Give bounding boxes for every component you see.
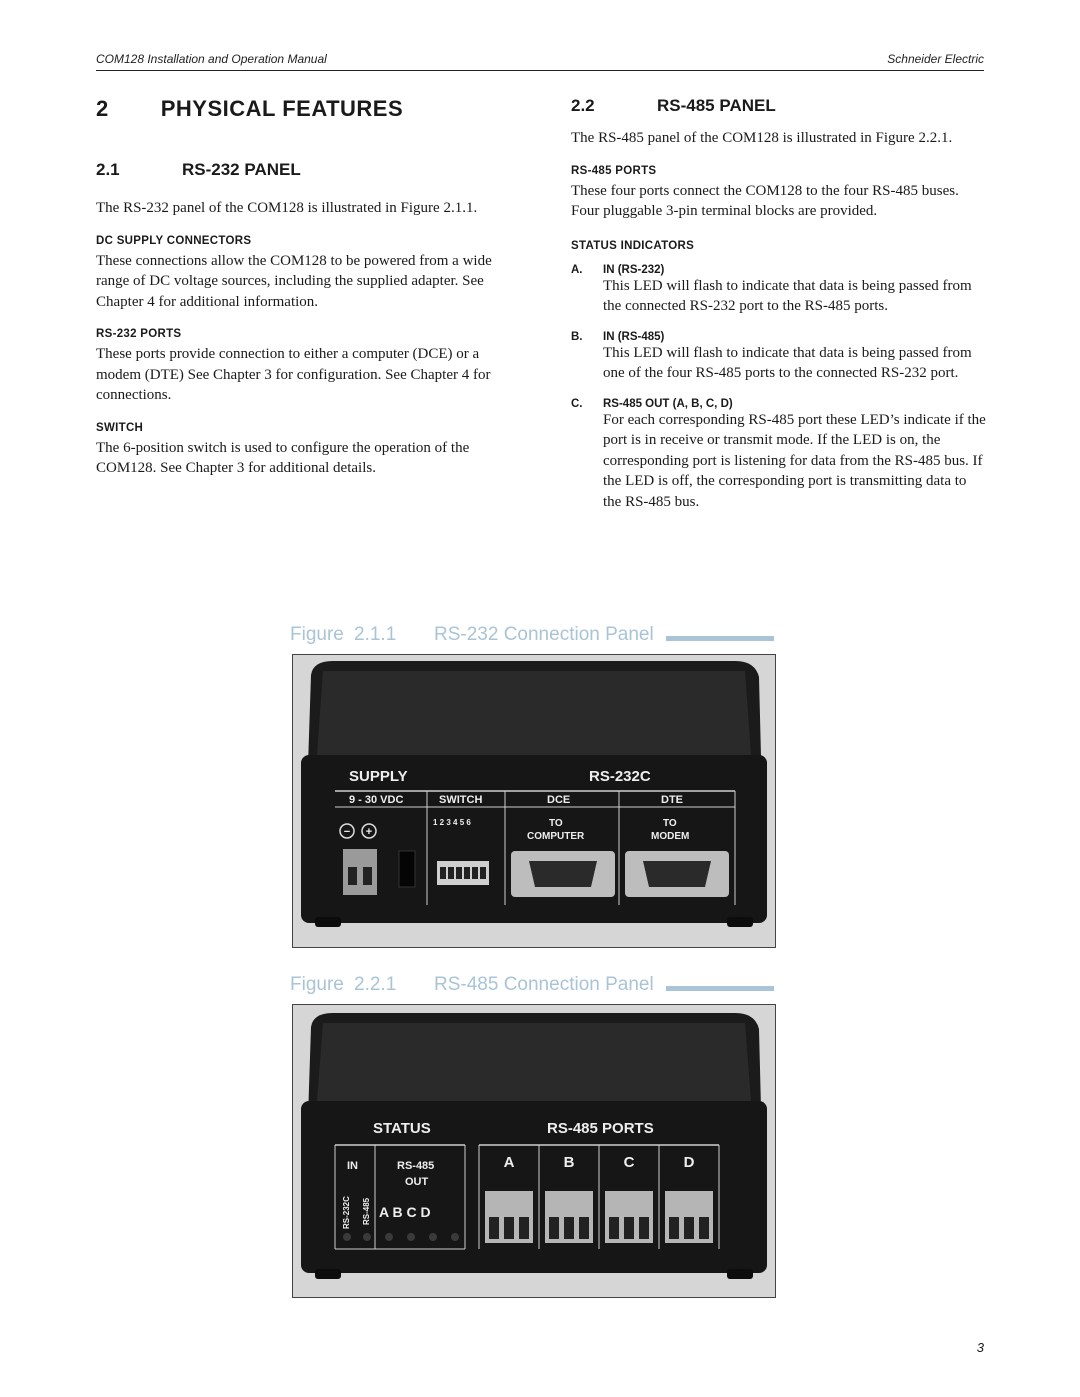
dc-supply-heading: DC SUPPLY CONNECTORS [96,234,252,247]
chapter-number: 2 [96,96,109,121]
port-c-label: C [624,1154,635,1171]
figure-2-caption: Figure 2.2.1 RS-485 Connection Panel [290,972,774,998]
section-title: RS-232 PANEL [182,160,301,179]
status-indicators-heading: STATUS INDICATORS [571,239,695,252]
item-label: RS-485 OUT (A, B, C, D) [603,397,733,410]
out-label: OUT [405,1176,429,1188]
item-b-heading: B. IN (RS-485) [571,331,986,343]
item-letter: A. [571,263,583,276]
figure-number: 2.1.1 [354,624,397,645]
switch-text: The 6-position switch is used to configu… [96,439,470,477]
switch-panel-label: SWITCH [439,794,482,806]
to-label-2: TO [663,818,677,829]
port-b-label: B [564,1154,575,1171]
terminal-block-a [485,1191,533,1243]
figure-title: RS-485 Connection Panel [434,974,654,995]
item-b-text: This LED will flash to indicate that dat… [603,344,972,382]
rs485-ports-label: RS-485 PORTS [547,1120,654,1137]
figure-title: RS-232 Connection Panel [434,624,654,645]
item-c-heading: C. RS-485 OUT (A, B, C, D) [571,398,986,410]
running-header-left: COM128 Installation and Operation Manual [96,52,327,66]
in-label: IN [347,1160,358,1172]
section-2-2-heading: 2.2 RS-485 PANEL [571,92,986,120]
rs232-panel-photo: SUPPLY RS-232C 9 - 30 VDC SWITCH DCE DTE… [292,654,776,948]
rs485-panel-illustration: STATUS RS-485 PORTS IN RS-485 OUT RS-232… [293,1005,775,1297]
section-number: 2.1 [96,160,120,179]
header-rule [96,70,984,71]
dc-jack [398,850,416,888]
port-a-label: A [504,1154,515,1171]
dte-label: DTE [661,794,683,806]
item-letter: B. [571,330,583,343]
section-title: RS-485 PANEL [657,96,776,115]
rs485-panel-photo: STATUS RS-485 PORTS IN RS-485 OUT RS-232… [292,1004,776,1298]
switch-numbers: 1 2 3 4 5 6 [433,818,471,827]
svg-text:+: + [366,826,372,838]
minus-icon [339,823,355,839]
supply-label: SUPPLY [349,768,408,785]
led-letters: A B C D [379,1204,431,1220]
rs232c-vertical-label: RS-232C [342,1196,351,1229]
rs232-ports-heading: RS-232 PORTS [96,328,182,340]
section-2-1-heading: 2.1 RS-232 PANEL [96,156,511,184]
caption-bar [665,985,774,991]
left-column: 2 PHYSICAL FEATURES 2.1 RS-232 PANEL The… [96,92,511,479]
chapter-title: PHYSICAL FEATURES [160,96,404,121]
rs232-panel-illustration: SUPPLY RS-232C 9 - 30 VDC SWITCH DCE DTE… [293,655,775,947]
status-leds [343,1233,459,1241]
figure-1-caption: Figure 2.1.1 RS-232 Connection Panel [290,622,774,648]
svg-text:−: − [344,826,350,838]
terminal-block-c [605,1191,653,1243]
running-header-right: Schneider Electric [887,52,984,66]
modem-label: MODEM [651,831,689,842]
item-c-text: For each corresponding RS-485 port these… [603,411,986,510]
rs485-vertical-label: RS-485 [362,1197,371,1225]
right-column: 2.2 RS-485 PANEL The RS-485 panel of the… [571,92,986,512]
section-2-2-intro: The RS-485 panel of the COM128 is illust… [571,130,953,146]
chapter-heading: 2 PHYSICAL FEATURES [96,92,511,126]
item-a-text: This LED will flash to indicate that dat… [603,277,972,315]
item-label: IN (RS-485) [603,330,665,343]
page-number: 3 [976,1340,984,1355]
port-d-label: D [684,1154,695,1171]
dce-label: DCE [547,794,570,806]
rs485-ports-heading: RS-485 PORTS [571,164,657,177]
terminal-block-d [665,1191,713,1243]
dc-supply-text: These connections allow the COM128 to be… [96,252,492,310]
item-a-heading: A. IN (RS-232) [571,264,986,276]
figure-word: Figure [290,974,344,995]
caption-bar [665,635,774,641]
switch-heading: SWITCH [96,421,144,434]
terminal-block-b [545,1191,593,1243]
db9-connector-dce [511,851,615,897]
figure-word: Figure [290,624,344,645]
rs232-ports-text: These ports provide connection to either… [96,346,491,403]
computer-label: COMPUTER [527,831,585,842]
item-label: IN (RS-232) [603,263,665,276]
rs485-ports-text: These four ports connect the COM128 to t… [571,182,959,220]
to-label-1: TO [549,818,563,829]
figure-number: 2.2.1 [354,974,397,995]
db9-connector-dte [625,851,729,897]
item-letter: C. [571,397,583,410]
vdc-label: 9 - 30 VDC [349,794,403,806]
status-label: STATUS [373,1120,431,1137]
plus-icon [361,823,377,839]
section-2-1-intro: The RS-232 panel of the COM128 is illust… [96,200,478,216]
section-number: 2.2 [571,96,595,115]
rs232c-label: RS-232C [589,768,651,785]
rs485-small-label: RS-485 [397,1160,434,1172]
